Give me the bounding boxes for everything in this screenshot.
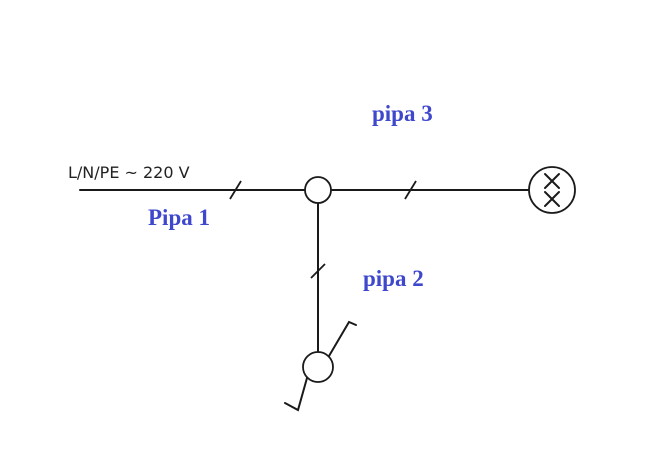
junction-box-icon [304,176,332,204]
supply-label: L/N/PE ~ 220 V [68,163,190,182]
switch-icon [284,320,357,412]
pipe3-tick [404,180,417,200]
pipe3-label: pipa 3 [372,101,433,126]
lamp-icon [528,166,576,214]
pipe2-tick [310,263,326,279]
pipe2-label: pipa 2 [363,266,424,291]
pipe1-tick [229,180,242,200]
pipe1-label: Pipa 1 [148,205,210,230]
